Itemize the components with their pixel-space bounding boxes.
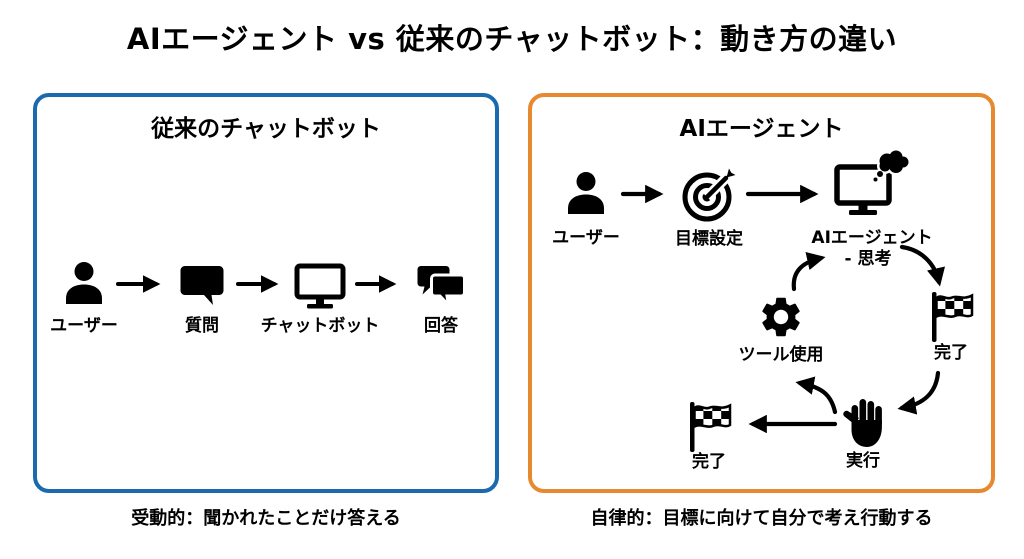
gear-icon [762, 297, 800, 337]
arrow-done-to-execute [897, 370, 941, 415]
chatbot-user-label: ユーザー [50, 316, 118, 336]
agent-goal-label: 目標設定 [675, 229, 743, 249]
chat-bubbles-icon [417, 266, 466, 308]
monitor-thought-cloud-icon [834, 150, 910, 215]
agent-done-left-node [686, 400, 732, 454]
chatbot-user-node [58, 258, 110, 310]
chatbot-bot-label: チャットボット [260, 316, 380, 336]
target-icon [682, 168, 736, 222]
agent-done-right-label: 完了 [934, 343, 968, 363]
page-title: AIエージェント vs 従来のチャットボット：動き方の違い [126, 22, 898, 56]
chatbot-panel: 従来のチャットボット [33, 93, 499, 493]
agent-execute-node [838, 396, 888, 450]
agent-done-right-node [928, 290, 974, 344]
agent-user-label: ユーザー [552, 228, 620, 248]
agent-panel-title: AIエージェント [679, 116, 844, 142]
agent-thinking-node [834, 150, 910, 224]
chatbot-caption: 受動的：聞かれたことだけ答える [131, 508, 401, 529]
chatbot-question-node [179, 263, 225, 307]
checkered-flag-icon [932, 292, 974, 342]
chatbot-answer-label: 回答 [424, 316, 458, 336]
arrow-tools-to-think [791, 251, 826, 292]
agent-tools-node [757, 293, 805, 341]
agent-thinking-label-1: AIエージェント [811, 228, 933, 248]
agent-thinking-label-2: - 思考 [844, 249, 892, 269]
arrow-think-to-done [899, 244, 946, 287]
hand-icon [843, 399, 882, 447]
chatbot-question-label: 質問 [185, 316, 219, 336]
agent-goal-node [681, 167, 737, 223]
agent-execute-label: 実行 [846, 451, 880, 471]
agent-tools-label: ツール使用 [738, 345, 824, 365]
arrow-execute-to-tools [795, 376, 838, 415]
user-icon [568, 172, 604, 214]
monitor-icon [294, 263, 346, 309]
chatbot-bot-node [294, 263, 346, 309]
chatbot-answer-node [416, 264, 466, 308]
chatbot-panel-title: 従来のチャットボット [151, 116, 381, 142]
agent-caption: 自律的：目標に向けて自分で考え行動する [590, 508, 933, 529]
agent-user-node [560, 168, 612, 220]
agent-done-left-label: 完了 [692, 452, 726, 472]
agent-panel: AIエージェント [528, 93, 995, 493]
checkered-flag-icon [690, 402, 732, 452]
user-icon [66, 262, 102, 304]
speech-bubble-icon [180, 266, 224, 305]
